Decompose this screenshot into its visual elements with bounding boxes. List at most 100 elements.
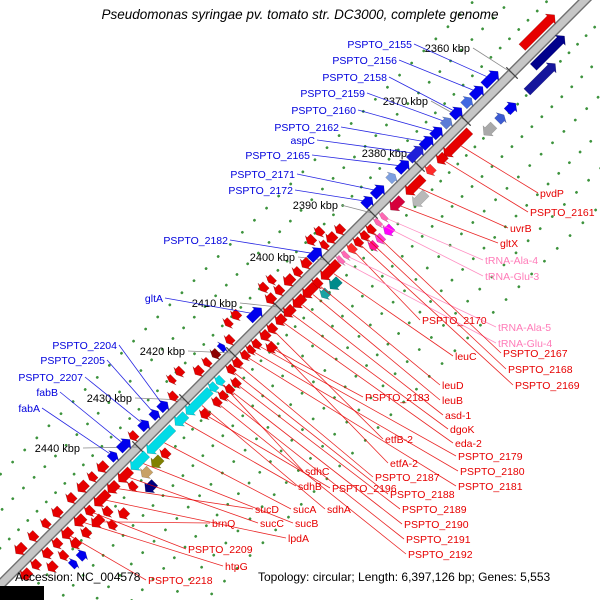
gene-arrow[interactable] [159,447,172,460]
gene-arrow[interactable] [222,317,234,329]
gene-arrow[interactable] [405,145,424,164]
gene-arrow[interactable] [185,386,214,416]
gene-label[interactable]: tRNA-Ala-4 [485,255,538,267]
gene-arrow[interactable] [140,465,154,479]
gene-arrow[interactable] [412,189,430,207]
gene-label[interactable]: PSPTO_2168 [508,364,573,376]
gene-arrow[interactable] [14,541,28,556]
gene-label[interactable]: PSPTO_2182 [163,235,228,247]
gene-label[interactable]: PSPTO_2160 [291,105,356,117]
gene-arrow[interactable] [127,429,140,442]
gene-arrow[interactable] [83,504,97,518]
gene-arrow[interactable] [358,229,371,242]
gene-label[interactable]: brnQ [212,518,235,530]
gene-arrow[interactable] [320,258,342,281]
gene-arrow[interactable] [213,374,226,387]
gene-arrow[interactable] [468,85,484,101]
gene-arrow[interactable] [372,217,384,229]
gene-label[interactable]: PSPTO_2204 [52,340,117,352]
gene-arrow[interactable] [318,239,331,251]
gene-arrow[interactable] [518,13,556,51]
gene-label[interactable]: leuC [455,351,477,363]
gene-arrow[interactable] [210,395,223,408]
gene-arrow[interactable] [404,173,427,196]
gene-label[interactable]: PSPTO_2179 [458,451,523,463]
gene-label[interactable]: PSPTO_2188 [390,489,455,501]
gene-label[interactable]: asd-1 [445,410,471,422]
gene-arrow[interactable] [57,549,70,562]
gene-arrow[interactable] [50,505,64,519]
gene-label[interactable]: lpdA [288,533,309,545]
gene-label[interactable]: PSPTO_2162 [274,122,339,134]
gene-arrow[interactable] [264,292,278,305]
gene-arrow[interactable] [93,488,112,508]
gene-arrow[interactable] [86,470,99,483]
gene-label[interactable]: htpG [225,561,248,573]
gene-label[interactable]: PSPTO_2158 [322,72,387,84]
gene-arrow[interactable] [106,479,121,494]
gene-arrow[interactable] [146,424,177,455]
gene-arrow[interactable] [292,293,308,309]
gene-arrow[interactable] [229,308,243,322]
gene-arrow[interactable] [244,344,257,356]
gene-arrow[interactable] [299,256,313,270]
gene-label[interactable]: sucA [293,504,316,516]
gene-arrow[interactable] [156,400,170,414]
gene-arrow[interactable] [223,333,236,346]
gene-label[interactable]: PSPTO_2196 [332,483,397,495]
gene-label[interactable]: PSPTO_2169 [515,380,580,392]
gene-arrow[interactable] [198,407,212,421]
gene-label[interactable]: aspC [290,135,315,147]
gene-arrow[interactable] [137,419,151,433]
gene-arrow[interactable] [225,363,238,376]
gene-label[interactable]: gltA [145,293,163,305]
gene-label[interactable]: etfB-2 [385,434,413,446]
gene-arrow[interactable] [360,195,374,210]
gene-arrow[interactable] [41,546,54,560]
gene-label[interactable]: PSPTO_2159 [300,88,365,100]
gene-label[interactable]: tRNA-Ala-5 [498,322,551,334]
gene-arrow[interactable] [144,479,159,494]
gene-arrow[interactable] [231,356,244,370]
gene-arrow[interactable] [439,116,453,130]
gene-arrow[interactable] [29,558,43,571]
gene-arrow[interactable] [328,276,343,291]
gene-label[interactable]: PSPTO_2167 [503,348,568,360]
gene-label[interactable]: sucD [255,504,279,516]
gene-arrow[interactable] [79,526,93,540]
gene-arrow[interactable] [117,466,135,484]
gene-arrow[interactable] [174,411,190,427]
gene-arrow[interactable] [369,184,385,200]
gene-arrow[interactable] [115,438,132,454]
gene-arrow[interactable] [173,365,186,378]
gene-label[interactable]: PSPTO_2183 [365,392,430,404]
gene-arrow[interactable] [503,101,518,116]
gene-arrow[interactable] [325,230,339,245]
gene-label[interactable]: leuD [442,380,464,392]
gene-label[interactable]: PSPTO_2171 [230,169,295,181]
gene-arrow[interactable] [389,195,406,212]
gene-arrow[interactable] [217,389,230,402]
gene-arrow[interactable] [352,236,365,249]
gene-arrow[interactable] [265,274,278,286]
gene-arrow[interactable] [306,247,323,264]
gene-arrow[interactable] [377,211,389,223]
gene-arrow[interactable] [523,62,557,96]
gene-label[interactable]: PSPTO_2161 [530,207,595,219]
gene-arrow[interactable] [150,454,165,469]
gene-arrow[interactable] [460,95,474,110]
gene-label[interactable]: tRNA-Glu-3 [485,271,539,283]
gene-label[interactable]: eda-2 [455,438,482,450]
gene-label[interactable]: PSPTO_2187 [375,472,440,484]
gene-label[interactable]: PSPTO_2172 [228,185,293,197]
gene-arrow[interactable] [39,517,52,530]
gene-arrow[interactable] [129,450,151,471]
gene-arrow[interactable] [76,479,91,494]
gene-arrow[interactable] [67,557,80,570]
gene-arrow[interactable] [304,233,318,247]
gene-arrow[interactable] [106,450,120,463]
gene-arrow[interactable] [282,272,297,287]
gene-arrow[interactable] [45,560,59,573]
gene-label[interactable]: PSPTO_2165 [245,150,310,162]
gene-arrow[interactable] [367,239,380,252]
